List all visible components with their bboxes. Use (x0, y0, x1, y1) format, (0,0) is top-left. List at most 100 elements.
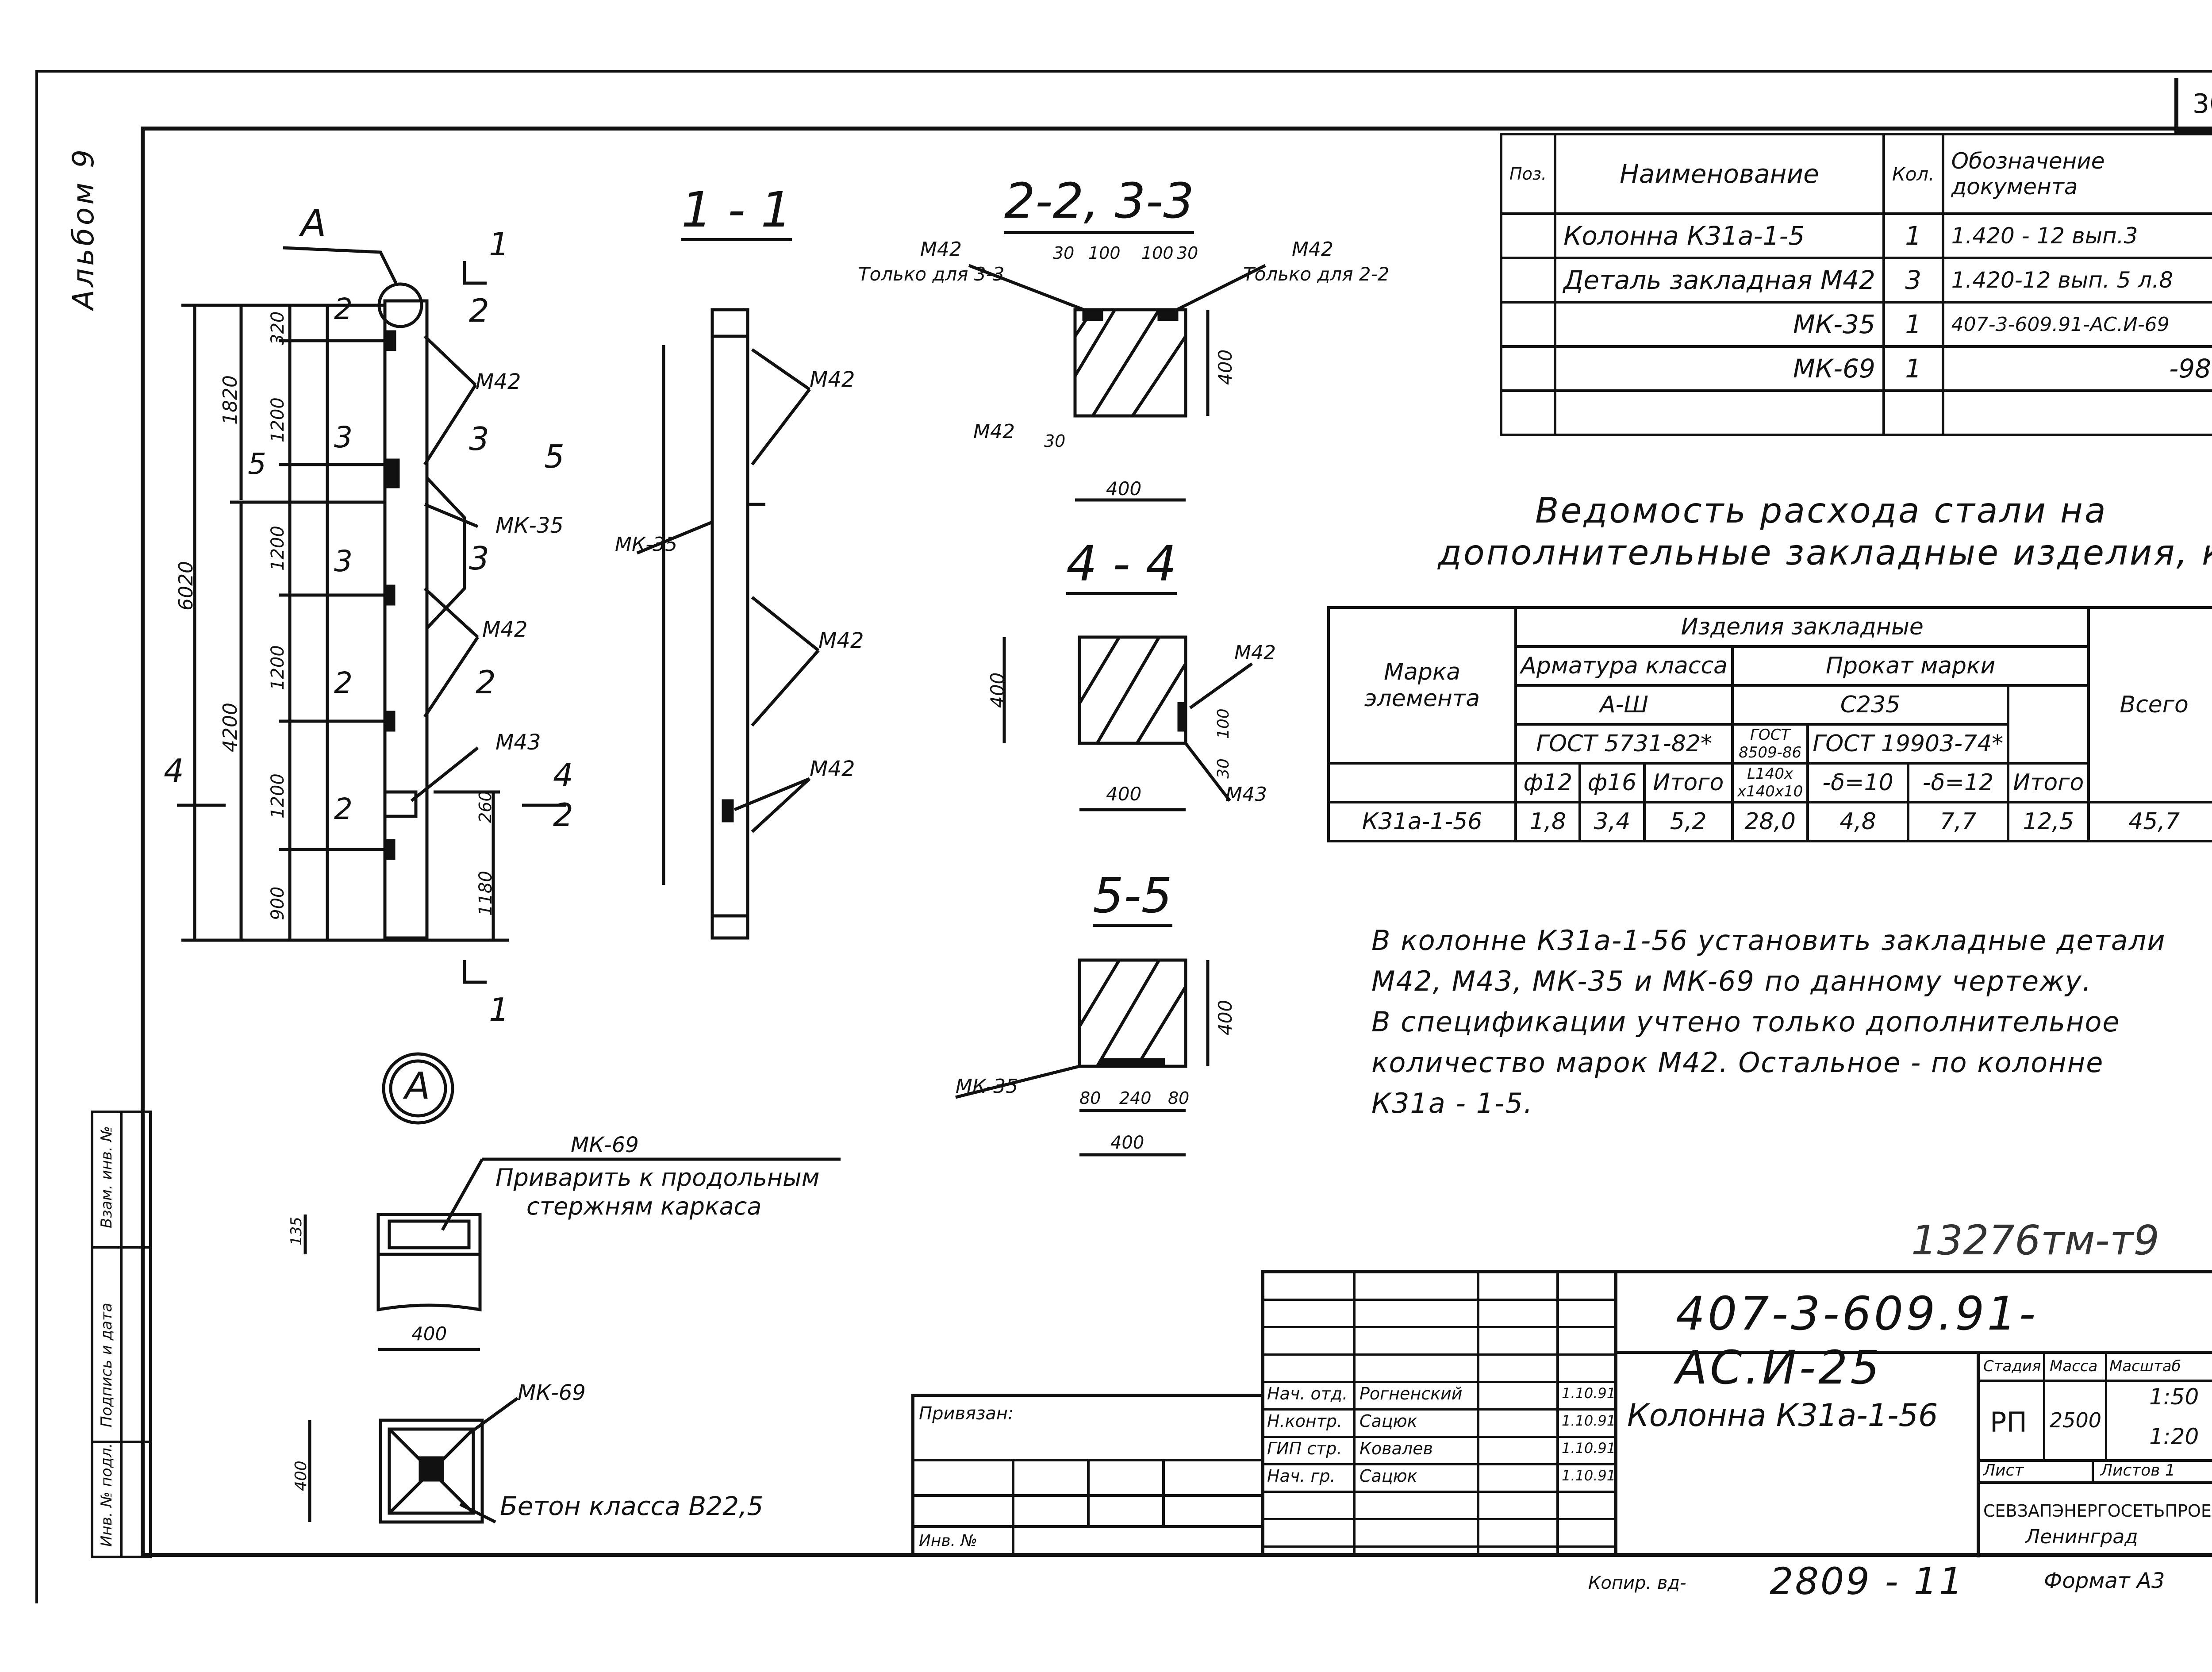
spec-cell (1941, 389, 2212, 436)
detail-dim-400: 400 (411, 1323, 447, 1345)
detail-concrete: Бетон класса В22,5 (500, 1491, 764, 1521)
date-1: 1.10.91 (1562, 1385, 1616, 1402)
s44-dim-100: 100 (1214, 708, 1233, 739)
date-3: 1.10.91 (1562, 1440, 1616, 1457)
note-line: М42, М43, МК-35 и МК-69 по данному черте… (1371, 965, 2092, 997)
format-label: Формат А3 (2044, 1568, 2165, 1593)
section-1-1-title: 1 - 1 (681, 181, 792, 241)
section-2-2-drawing (968, 264, 1266, 502)
drawing-name: Колонна К31а-1-56 (1627, 1397, 1938, 1434)
mass-header: Масса (2050, 1357, 2098, 1375)
cut-marker-4-right: 4 (553, 757, 573, 794)
org-city: Ленинград (2025, 1526, 2138, 1548)
detail-a-label: А (405, 1064, 430, 1107)
steel-val: 3,4 (1578, 801, 1646, 842)
steel-col: -δ=12 (1906, 762, 2010, 803)
steel-h-gost3: ГОСТ 19903-74* (1806, 723, 2010, 765)
name-3: Ковалев (1359, 1439, 1433, 1458)
sheet-header: Лист (1983, 1461, 2024, 1480)
s55-dim-240: 240 (1119, 1088, 1152, 1108)
steel-h-blank (1327, 762, 1517, 803)
s22-dim-side: 400 (1214, 349, 1236, 385)
stage-value: РП (1990, 1406, 2028, 1438)
spec-cell: Колонна К31а-1-5 (1554, 212, 1885, 259)
name-4: Сацюк (1359, 1466, 1417, 1486)
role-2: Н.контр. (1267, 1411, 1343, 1431)
section-4-4-drawing (1002, 635, 1253, 811)
detail-a-plan (308, 1397, 519, 1524)
s22-note-left: Только для 3-3 (858, 263, 1005, 285)
cut-marker-2: 2 (469, 292, 489, 329)
cut-marker-3-left: 3 (334, 420, 353, 454)
detail-weld-note-1: Приварить к продольным (495, 1164, 820, 1192)
spec-cell (1499, 345, 1557, 392)
note-line: количество марок М42. Остальное - по кол… (1371, 1046, 2104, 1079)
spec-cell: 1 (1882, 345, 1944, 392)
steel-col: ф12 (1514, 762, 1582, 803)
dim-left-1200c: 1200 (268, 645, 288, 690)
cut-marker-3: 3 (469, 420, 489, 457)
spec-row: МК-69 1 -98 (1499, 345, 2212, 392)
page-number-box: 30 (2174, 78, 2212, 134)
cut-marker-2-base-left: 2 (334, 792, 353, 826)
copied-label: Копир. вд- (1588, 1573, 1686, 1593)
label-m43: М43 (495, 730, 541, 755)
steel-h-rebar: Арматура класса (1514, 645, 1734, 687)
dim-left-1200d: 1200 (268, 773, 288, 819)
steel-h-mark: Марка элемента (1327, 606, 1517, 765)
dim-total: 6020 (175, 561, 197, 611)
steel-h-class: А-Ш (1514, 684, 1734, 726)
s22-label-bottom: М42 (973, 420, 1015, 443)
s22-dim-30b: 30 (1177, 243, 1198, 263)
spec-row: Колонна К31а-1-5 1 1.420 - 12 вып.3 (1499, 212, 2212, 259)
spec-cell (1499, 212, 1557, 259)
cut-marker-4-left: 4 (164, 752, 184, 789)
title-block: Нач. отд. Рогненский 1.10.91 Н.контр. Са… (1261, 1270, 2212, 1557)
dim-left-320: 320 (268, 311, 288, 345)
s55-dim-total: 400 (1110, 1133, 1144, 1153)
callout-a-label: А (301, 201, 326, 245)
detail-mk69-2: МК-69 (518, 1380, 586, 1405)
role-3: ГИП стр. (1267, 1439, 1342, 1458)
steel-h-gost1: ГОСТ 5731-82* (1514, 723, 1734, 765)
spec-h-pos: Поз. (1499, 133, 1557, 215)
cut-marker-1-top: 1 (489, 226, 509, 263)
s22-note-right: Только для 2-2 (1243, 263, 1390, 285)
s11-label-m42-a: М42 (810, 367, 855, 392)
note-line: К31а - 1-5. (1371, 1087, 1533, 1119)
scale-value-1: 1:50 (2149, 1384, 2199, 1410)
scale-header: Масштаб (2109, 1357, 2181, 1375)
spec-cell: Деталь закладная М42 (1554, 257, 1885, 304)
spec-cell: 1.420 - 12 вып.3 (1941, 212, 2212, 259)
left-stamp-strip: Взам. инв. № Подпись и дата Инв. № подл. (91, 1111, 152, 1558)
spec-row (1499, 389, 2212, 436)
spec-cell (1882, 389, 1944, 436)
detail-mk69-1: МК-69 (571, 1133, 639, 1157)
name-1: Рогненский (1359, 1384, 1463, 1403)
section-5-5-title: 5-5 (1093, 867, 1172, 927)
spec-header-row: Поз. Наименование Кол. Обозначение докум… (1499, 133, 2212, 215)
spec-h-name: Наименование (1554, 133, 1885, 215)
label-m42-1: М42 (476, 369, 521, 394)
s11-label-m42-c: М42 (810, 757, 855, 781)
role-1: Нач. отд. (1267, 1384, 1348, 1403)
stage-header: Стадия (1983, 1357, 2041, 1375)
note-line: В колонне К31а-1-56 установить закладные… (1371, 924, 2166, 957)
steel-val: 5,2 (1643, 801, 1734, 842)
steel-col: Итого (2007, 762, 2090, 803)
steel-h-rolled: Прокат марки (1731, 645, 2090, 687)
name-2: Сацюк (1359, 1411, 1417, 1431)
steel-h-gost2: ГОСТ 8509-86 (1731, 723, 1809, 765)
mass-value: 2500 (2050, 1408, 2102, 1432)
cut-marker-3-lower-left: 3 (334, 544, 353, 578)
steel-h-items: Изделия закладные (1514, 606, 2090, 648)
steel-col: ф16 (1578, 762, 1646, 803)
section-2-2-title: 2-2, 3-3 (1004, 173, 1194, 234)
date-4: 1.10.91 (1562, 1467, 1616, 1484)
spec-cell (1499, 301, 1557, 348)
spec-cell: 1.420-12 вып. 5 л.8 (1941, 257, 2212, 304)
detail-dim-135: 135 (288, 1217, 305, 1245)
order-number: 2809 - 11 (1770, 1560, 1965, 1603)
detail-a-callout (382, 1052, 454, 1125)
spec-table: Поз. Наименование Кол. Обозначение докум… (1499, 133, 2212, 436)
